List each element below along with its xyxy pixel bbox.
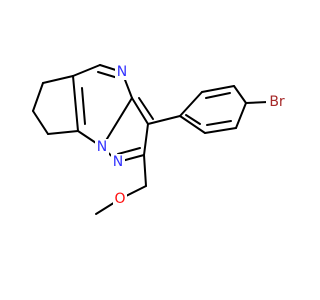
n-bridge-label: N [97, 139, 107, 155]
bond-c3-ar [147, 115, 181, 125]
bond-ar5-ar6 [204, 127, 237, 134]
bond-ar3-ar4 [233, 85, 247, 104]
bond-ar6-ar1 [179, 115, 206, 134]
n-pyrazole-label: N [113, 154, 123, 170]
bond-c1-c2 [42, 75, 74, 84]
bond-ar4-ar5 [235, 102, 247, 129]
n-pyrimidine-label: N [117, 64, 127, 80]
n-pyrimidine-bg [115, 64, 129, 80]
bond-c3-c2 [143, 123, 149, 156]
n-bridge-bg [95, 139, 109, 155]
bond-c3a-n-bridge [101, 97, 133, 148]
oxygen-bg [113, 191, 127, 207]
molecule-structure-diagram: N N N O Br [32, 64, 288, 215]
bond-c3a-c3 [131, 97, 149, 125]
bond-ar2-ar3-double [205, 92, 231, 99]
bond-ar4-br [245, 101, 269, 104]
n-pyrazole-bg [111, 154, 125, 170]
bromine-bg [266, 94, 288, 110]
bond-c2-ch2 [143, 154, 147, 187]
bond-c2-c3 [72, 75, 79, 132]
bond-c4-c3 [47, 130, 79, 135]
oxygen-label: O [114, 191, 125, 207]
bond-ar5-ar6-double [206, 120, 232, 126]
bond-c2-ch [72, 64, 101, 77]
bond-c5-c4 [32, 110, 49, 135]
bond-c3-c2-double [81, 87, 86, 125]
bond-c3a-c3-double [138, 97, 154, 120]
bond-c2-n-pyrazole-double [117, 147, 141, 155]
bromine-label: Br [269, 94, 285, 110]
bond-c1-c5 [32, 82, 44, 112]
bond-ch-n-pyrimidine-double [97, 71, 119, 79]
bond-ar2-ar3 [201, 85, 235, 93]
bond-layer [32, 64, 269, 215]
bond-ar1-ar2 [179, 91, 203, 117]
atom-label-layer: N N N O Br [95, 64, 288, 207]
bond-ar6-ar1-double [185, 114, 201, 125]
